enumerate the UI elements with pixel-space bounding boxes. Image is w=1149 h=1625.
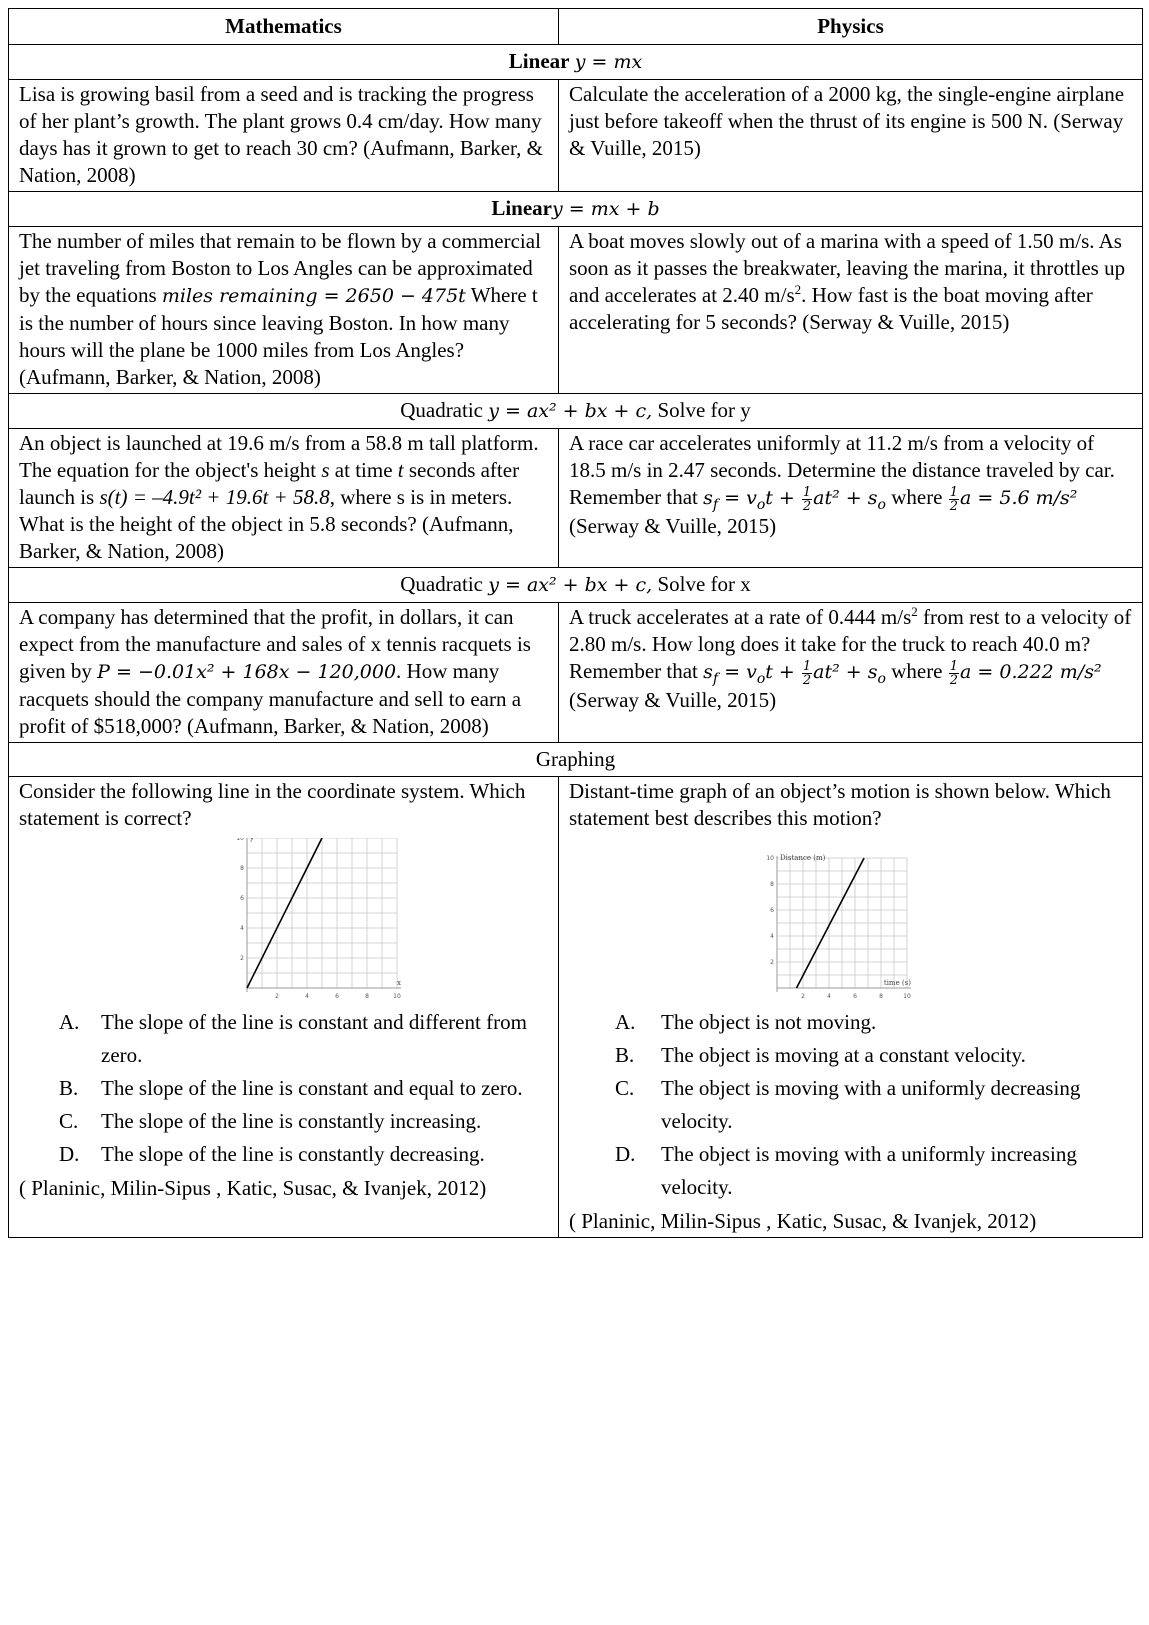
document-page: Mathematics Physics Linear y = mx Lisa i…: [8, 8, 1143, 1238]
problem-row: An object is launched at 19.6 m/s from a…: [8, 428, 1143, 568]
section-header-linear-intercept: Lineary = mx + b: [8, 191, 1143, 227]
section-equation: y = mx: [574, 51, 643, 73]
section-header-quadratic-x: Quadratic y = ax² + bx + c, Solve for x: [8, 567, 1143, 603]
x-tick-label: 4: [827, 993, 831, 1000]
y-tick-label: 6: [240, 895, 244, 902]
section-label: Quadratic: [400, 398, 483, 422]
option-c: C.The object is moving with a uniformly …: [615, 1076, 1081, 1133]
y-tick-label: 8: [770, 881, 774, 888]
section-label: Linear: [508, 49, 570, 73]
option-b: B.The object is moving at a constant vel…: [615, 1043, 1026, 1067]
math-problem: An object is launched at 19.6 m/s from a…: [8, 428, 559, 568]
section-suffix: Solve for y: [657, 398, 751, 422]
y-tick-label: 8: [240, 865, 244, 872]
y-tick-label: 6: [770, 907, 774, 914]
physics-options: A.The object is not moving. B.The object…: [569, 1006, 1132, 1204]
comparison-table: Mathematics Physics Linear y = mx Lisa i…: [8, 8, 1143, 1238]
physics-problem: A truck accelerates at a rate of 0.444 m…: [558, 602, 1143, 743]
problem-row: Consider the following line in the coord…: [8, 776, 1143, 1238]
section-label: Quadratic: [400, 572, 483, 596]
citation: (Serway & Vuille, 2015): [569, 687, 777, 712]
x-tick-label: 10: [903, 993, 911, 1000]
option-d: D.The slope of the line is constantly de…: [59, 1142, 485, 1166]
physics-problem: A race car accelerates uniformly at 11.2…: [558, 428, 1143, 568]
problem-row: Lisa is growing basil from a seed and is…: [8, 79, 1143, 192]
math-equation: P = −0.01x² + 168x − 120,000: [97, 661, 397, 683]
section-label: Graphing: [535, 747, 616, 771]
option-c: C.The slope of the line is constantly in…: [59, 1109, 482, 1133]
physics-problem: Calculate the acceleration of a 2000 kg,…: [558, 79, 1143, 192]
physics-problem: Distant-time graph of an object’s motion…: [558, 776, 1143, 1238]
section-equation: y = mx + b: [552, 198, 660, 220]
header-physics: Physics: [558, 8, 1143, 45]
y-tick-label: 4: [770, 933, 774, 940]
x-tick-label: 6: [335, 993, 339, 1000]
math-options: A.The slope of the line is constant and …: [19, 1006, 548, 1171]
option-d: D.The object is moving with a uniformly …: [615, 1142, 1077, 1199]
math-equation: miles remaining = 2650 − 475t: [161, 285, 466, 307]
y-tick-label: 10: [766, 855, 774, 862]
header-row: Mathematics Physics: [8, 8, 1143, 45]
section-label: Linear: [491, 196, 553, 220]
x-axis-label: time (s): [884, 979, 911, 987]
x-axis-label: x: [397, 979, 401, 987]
y-axis-label: y: [249, 838, 254, 842]
x-tick-label: 4: [305, 993, 309, 1000]
y-tick-label: 2: [770, 959, 774, 966]
physics-distance-time-graph: 2 2 4 4 6 6 8 8 10 10 Distance (m) time (s): [766, 854, 911, 1000]
y-tick-label: 10: [236, 838, 244, 842]
option-a: A.The object is not moving.: [615, 1010, 877, 1034]
section-equation: y = ax² + bx + c,: [488, 400, 653, 422]
section-header-quadratic-y: Quadratic y = ax² + bx + c, Solve for y: [8, 393, 1143, 429]
section-header-linear: Linear y = mx: [8, 44, 1143, 80]
problem-row: A company has determined that the profit…: [8, 602, 1143, 743]
citation: (Serway & Vuille, 2015): [569, 513, 777, 538]
y-tick-label: 4: [240, 925, 244, 932]
x-tick-label: 8: [879, 993, 883, 1000]
math-problem: Consider the following line in the coord…: [8, 776, 559, 1238]
data-line: [246, 838, 323, 989]
math-problem: Lisa is growing basil from a seed and is…: [8, 79, 559, 192]
y-axis-label: Distance (m): [780, 854, 826, 862]
data-line: [795, 857, 865, 989]
math-problem: A company has determined that the profit…: [8, 602, 559, 743]
section-header-graphing: Graphing: [8, 742, 1143, 777]
header-mathematics: Mathematics: [8, 8, 559, 45]
x-tick-label: 6: [853, 993, 857, 1000]
option-b: B.The slope of the line is constant and …: [59, 1076, 523, 1100]
section-equation: y = ax² + bx + c,: [488, 574, 653, 596]
x-tick-label: 10: [393, 993, 401, 1000]
citation: ( Planinic, Milin-Sipus , Katic, Susac, …: [19, 1176, 487, 1200]
math-equation: s(t) = –4.9t² + 19.6t + 58.8: [99, 485, 330, 509]
physics-problem: A boat moves slowly out of a marina with…: [558, 226, 1143, 394]
citation: ( Planinic, Milin-Sipus , Katic, Susac, …: [569, 1209, 1037, 1233]
citation: (Aufmann, Barker, & Nation, 2008): [19, 365, 321, 389]
x-tick-label: 8: [365, 993, 369, 1000]
math-line-graph: 2 2 4 4 6 6 8 8 10 10 y x: [236, 838, 401, 1000]
x-tick-label: 2: [801, 993, 805, 1000]
section-suffix: Solve for x: [657, 572, 751, 596]
x-tick-label: 2: [275, 993, 279, 1000]
option-a: A.The slope of the line is constant and …: [59, 1010, 527, 1067]
y-tick-label: 2: [240, 955, 244, 962]
problem-row: The number of miles that remain to be fl…: [8, 226, 1143, 394]
math-problem: The number of miles that remain to be fl…: [8, 226, 559, 394]
